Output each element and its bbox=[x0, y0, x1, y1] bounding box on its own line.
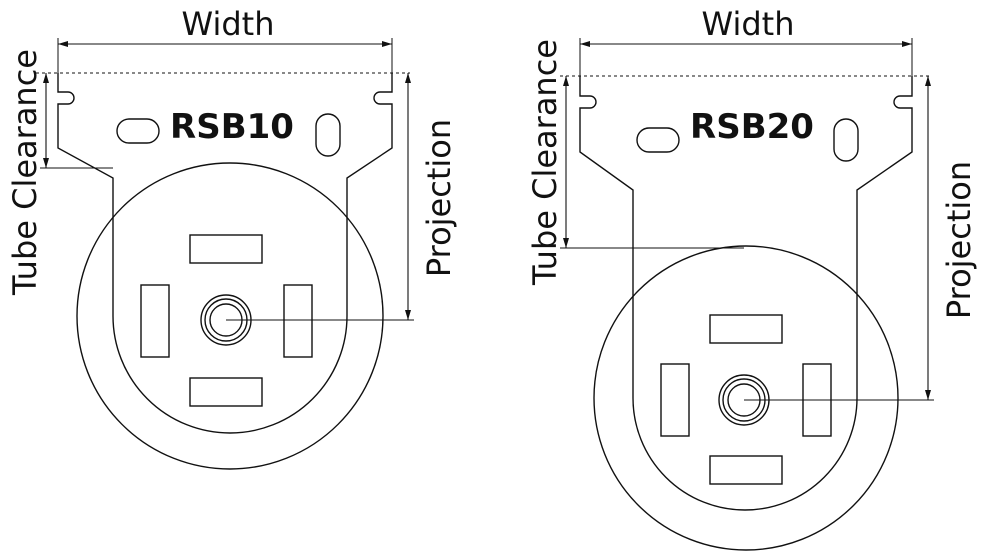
rsb10-slot-left bbox=[116, 118, 160, 144]
rsb10-width-arrow-right bbox=[382, 41, 392, 47]
rsb20-cutout-top bbox=[709, 314, 783, 344]
rsb20-slot-left bbox=[636, 127, 680, 153]
rsb10-model-label: RSB10 bbox=[170, 107, 294, 147]
rsb20-projection-label: Projection bbox=[940, 161, 978, 319]
rsb10-width-arrow-left bbox=[58, 41, 68, 47]
rsb20-cutout-left bbox=[660, 363, 690, 437]
rsb20-model-label: RSB20 bbox=[690, 107, 814, 147]
rsb20-width-label: Width bbox=[702, 5, 795, 43]
rsb20-width-arrow-right bbox=[902, 41, 912, 47]
rsb10-cutout-right bbox=[283, 284, 313, 358]
rsb10-roller-circle bbox=[76, 162, 384, 470]
rsb20-width-arrow-left bbox=[580, 41, 590, 47]
rsb10-drawing: RSB10 Width Tube Clearance Projection bbox=[6, 5, 458, 470]
rsb20-roller-circle bbox=[593, 245, 899, 551]
rsb10-width-label: Width bbox=[182, 5, 275, 43]
rsb20-projection-arrow-bottom bbox=[925, 390, 931, 400]
rsb10-projection-arrow-bottom bbox=[405, 310, 411, 320]
rsb10-tube-clearance-arrow-bottom bbox=[43, 158, 49, 168]
rsb10-cutout-left bbox=[140, 284, 170, 358]
rsb20-bracket-plate bbox=[579, 76, 913, 511]
rsb10-projection-arrow-top bbox=[405, 73, 411, 83]
rsb20-projection-arrow-top bbox=[925, 76, 931, 86]
rsb10-cutout-bottom bbox=[189, 377, 263, 407]
rsb20-tube-clearance-arrow-top bbox=[563, 76, 569, 86]
rsb10-projection-label: Projection bbox=[420, 119, 458, 277]
rsb10-slot-right bbox=[315, 113, 341, 157]
rsb20-drawing: RSB20 Width Tube Clearance Projection bbox=[526, 5, 978, 551]
rsb10-cutout-top bbox=[189, 234, 263, 264]
rsb20-tube-clearance-arrow-bottom bbox=[563, 238, 569, 248]
rsb20-cutout-bottom bbox=[709, 455, 783, 485]
rsb20-tube-clearance-label: Tube Clearance bbox=[526, 39, 564, 286]
rsb10-tube-clearance-label: Tube Clearance bbox=[6, 49, 44, 296]
rsb10-bracket-plate bbox=[57, 73, 393, 434]
rsb20-slot-right bbox=[833, 118, 859, 162]
rsb10-tube-clearance-arrow-top bbox=[43, 73, 49, 83]
